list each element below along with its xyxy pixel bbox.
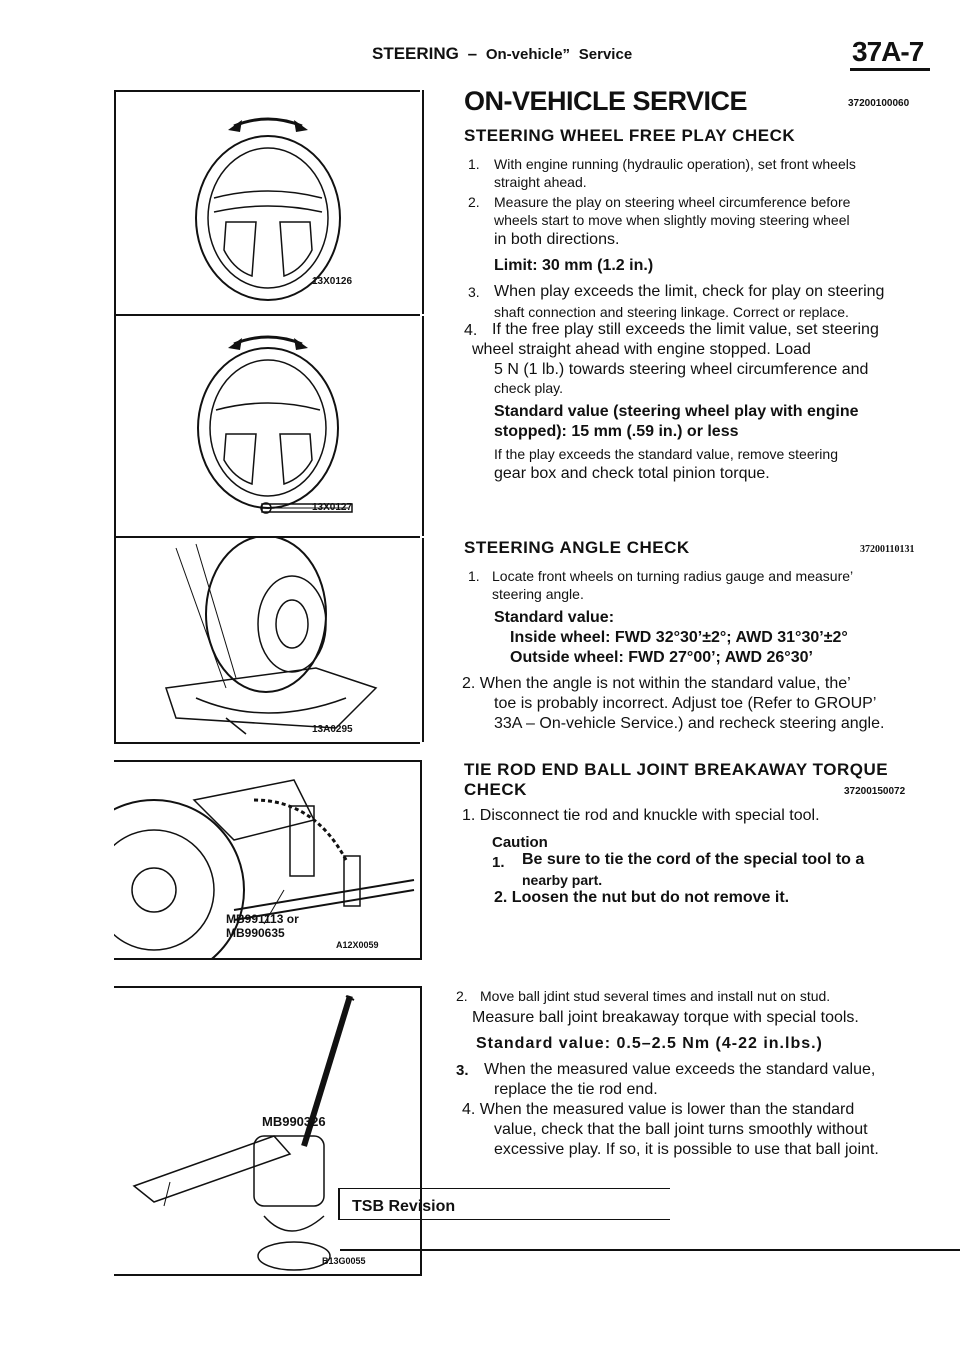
figure-code: 13X0126 [312, 276, 353, 287]
figure-border [114, 760, 420, 762]
note-text: If the play exceeds the standard value, … [494, 446, 838, 462]
step-text: Measure the play on steering wheel circu… [494, 194, 851, 210]
step-text: shaft connection and steering linkage. C… [494, 304, 849, 320]
step-text: check play. [494, 380, 563, 396]
step-text: Locate front wheels on turning radius ga… [492, 568, 854, 584]
section-heading-cont: CHECK [464, 780, 527, 799]
step-number: 2. [456, 988, 468, 1004]
section-heading: TIE ROD END BALL JOINT BREAKAWAY TORQUE [464, 760, 889, 779]
caution-text: nearby part. [522, 872, 603, 888]
header-subtitle: On-vehicle” [485, 46, 571, 63]
figure-border [114, 958, 420, 960]
page-header: STEERING – On-vehicle” Service 37A-7 [0, 36, 960, 74]
page-title: ON-VEHICLE SERVICE [464, 86, 748, 116]
figure-border [114, 1274, 420, 1276]
caution-number: 1. [492, 854, 505, 871]
tie-rod-tool-illustration [114, 779, 415, 960]
figure-steering-wheel-gauge: 13X0127 [114, 316, 424, 536]
figure-code: B13G0055 [322, 1256, 366, 1266]
header-subtitle-2: Service [578, 46, 633, 63]
figure-code: 13X0127 [312, 502, 353, 513]
step-text: 5 N (1 lb.) towards steering wheel circu… [494, 361, 869, 378]
section-code: 37200100060 [848, 98, 910, 109]
section-code: 37200110131 [860, 544, 915, 555]
figure-torque-measure: MB990326 B13G0055 [114, 986, 422, 1276]
step-text: 2. When the angle is not within the stan… [462, 675, 851, 692]
step-text: in both directions. [494, 231, 620, 248]
step-text: 4. When the measured value is lower than… [462, 1101, 855, 1118]
step-number: 3. [468, 284, 480, 300]
tsb-revision-label: TSB Revision [352, 1198, 456, 1215]
step-text: 1. Disconnect tie rod and knuckle with s… [462, 807, 820, 824]
tsb-top-rule [338, 1188, 670, 1189]
caution-text: Be sure to tie the cord of the special t… [522, 851, 865, 868]
step-text: steering angle. [492, 586, 584, 602]
step-number: 4. [464, 322, 478, 339]
figure-code: A12X0059 [336, 940, 379, 950]
tsb-left-rule [338, 1188, 340, 1220]
step-number: 3. [456, 1062, 469, 1079]
step-text: wheels start to move when slightly movin… [494, 212, 850, 228]
turning-gauge-illustration [165, 538, 378, 735]
caution-label: Caution [492, 834, 548, 851]
footer-rule [340, 1249, 960, 1251]
standard-value: Standard value (steering wheel play with… [494, 403, 859, 420]
figure-divider [114, 314, 420, 316]
tsb-revision-box: TSB Revision [338, 1188, 670, 1220]
figure-divider [114, 536, 420, 538]
figure-code: 13A0295 [312, 724, 353, 735]
figure-turning-gauge: 13A0295 [114, 538, 424, 742]
step-text: Measure ball joint breakaway torque with… [472, 1009, 859, 1026]
step-text: excessive play. If so, it is possible to… [494, 1141, 879, 1158]
tsb-bottom-rule [338, 1219, 670, 1220]
standard-value: Standard value: 0.5–2.5 Nm (4-22 in.lbs.… [476, 1035, 823, 1052]
step-text: replace the tie rod end. [494, 1081, 658, 1098]
step-text: If the free play still exceeds the limit… [492, 321, 879, 338]
figure-divider [114, 742, 420, 744]
step-text: wheel straight ahead with engine stopped… [472, 341, 811, 358]
header-rule [850, 68, 930, 71]
figure-steering-wheel: 13X0126 [114, 90, 424, 314]
torque-measure-illustration [132, 995, 355, 1271]
standard-value: stopped): 15 mm (.59 in.) or less [494, 423, 739, 440]
header-title: STEERING – On-vehicle” Service [372, 44, 632, 64]
section-heading: STEERING ANGLE CHECK [464, 538, 690, 557]
step-text: value, check that the ball joint turns s… [494, 1121, 868, 1138]
step-text: When the measured value exceeds the stan… [484, 1061, 876, 1078]
section-heading: STEERING WHEEL FREE PLAY CHECK [464, 126, 796, 145]
steering-wheel-gauge-illustration [197, 335, 353, 514]
page-number: 37A-7 [852, 36, 924, 67]
section-code: 37200150072 [844, 786, 906, 797]
step-text: With engine running (hydraulic operation… [494, 156, 856, 172]
step-text: 33A – On-vehicle Service.) and recheck s… [494, 715, 885, 732]
caution-text: 2. Loosen the nut but do not remove it. [494, 889, 790, 906]
header-dash: – [467, 44, 478, 63]
header-section: STEERING [372, 44, 459, 63]
steering-wheel-illustration [195, 117, 341, 301]
step-text: When play exceeds the limit, check for p… [494, 283, 885, 300]
tool-number-alt: MB990635 [226, 926, 285, 940]
step-text: toe is probably incorrect. Adjust toe (R… [494, 695, 877, 712]
step-number: 1. [468, 568, 480, 584]
figure-border [114, 90, 420, 92]
tool-number: MB990326 [262, 1114, 326, 1129]
note-text: gear box and check total pinion torque. [494, 465, 770, 482]
step-text: Move ball jdint stud several times and i… [480, 988, 831, 1004]
figure-tie-rod-tool: MB991113 or MB990635 A12X0059 [114, 760, 422, 960]
inside-wheel-value: Inside wheel: FWD 32°30’±2°; AWD 31°30’±… [510, 629, 848, 646]
standard-label: Standard value: [494, 609, 615, 626]
step-text: straight ahead. [494, 174, 587, 190]
step-number: 1. [468, 156, 480, 172]
outside-wheel-value: Outside wheel: FWD 27°00’; AWD 26°30’ [510, 649, 813, 666]
step-number: 2. [468, 194, 480, 210]
tool-number: MB991113 [226, 912, 284, 926]
tool-label: MB991113 or [226, 912, 299, 926]
tool-or: or [286, 912, 299, 926]
figure-border [114, 986, 420, 988]
limit-value: Limit: 30 mm (1.2 in.) [494, 257, 654, 274]
